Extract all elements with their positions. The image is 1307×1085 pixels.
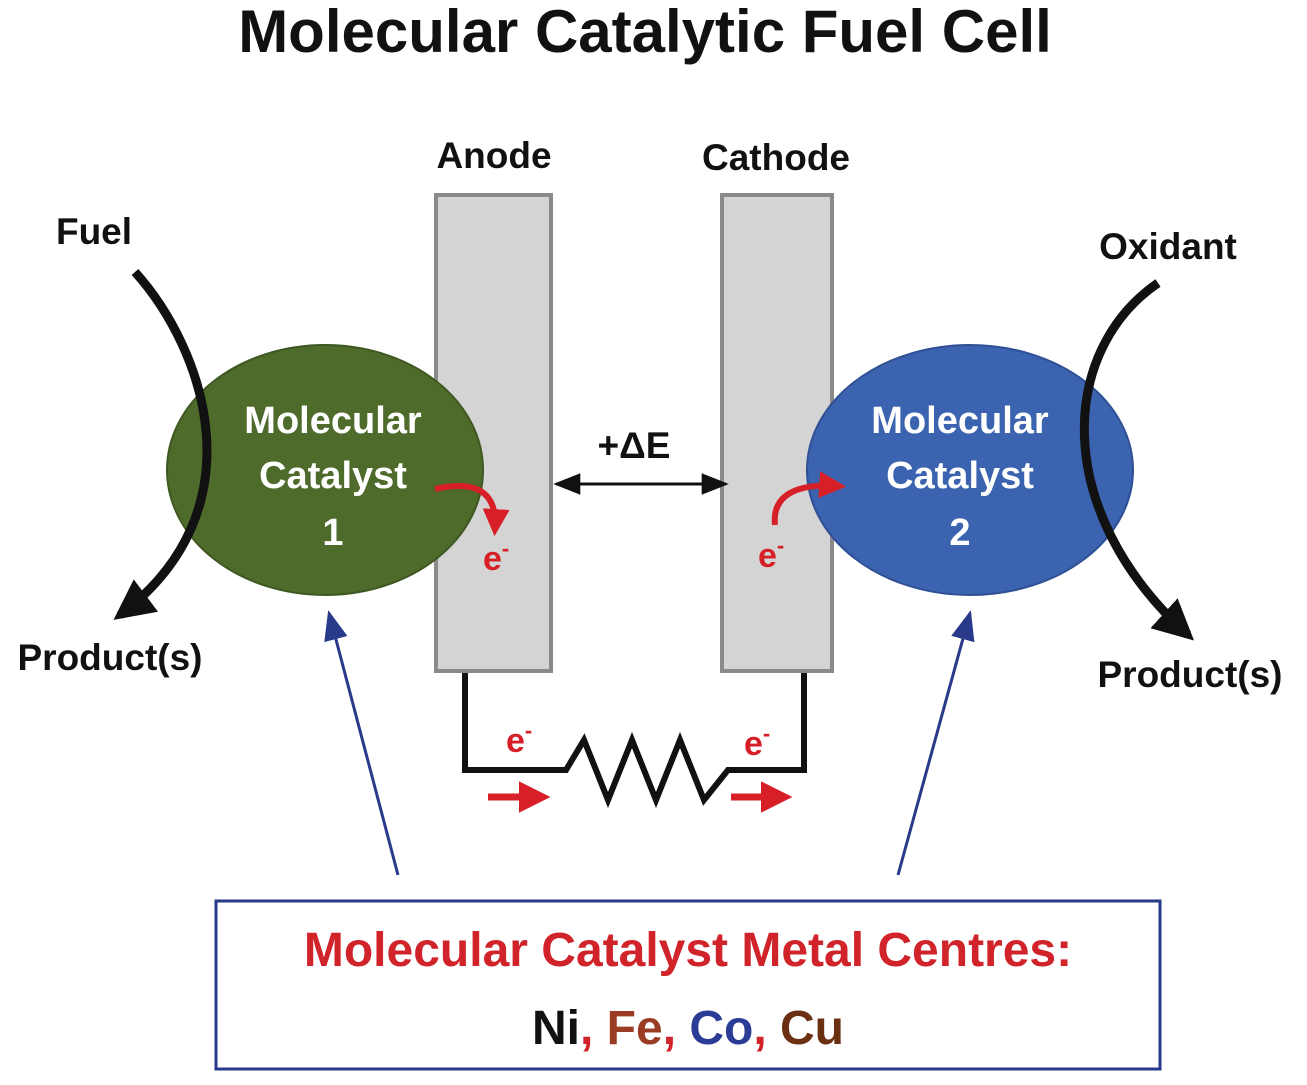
metal-centres-box	[214, 899, 1162, 1071]
external-circuit-wire	[462, 673, 807, 809]
left-products-label: Product(s)	[18, 637, 203, 678]
fuel-label: Fuel	[56, 211, 132, 252]
cathode-electron-label: e-	[758, 533, 784, 575]
catalyst-2-line2: Catalyst	[886, 455, 1034, 497]
metal-ni: Ni	[532, 1002, 580, 1055]
oxidant-flow-arrow	[1080, 279, 1194, 641]
metal-centres-list: Ni, Fe, Co, Cu	[532, 1002, 844, 1055]
metal-separator: ,	[663, 1002, 690, 1055]
pointer-arrow-catalyst-1	[324, 610, 400, 876]
wire-electron-label-left: e-	[506, 718, 532, 760]
metal-centres-title: Molecular Catalyst Metal Centres:	[304, 924, 1072, 977]
metal-cu: Cu	[780, 1002, 844, 1055]
metal-fe: Fe	[607, 1002, 663, 1055]
catalyst-1-ellipse	[166, 344, 484, 596]
anode-electron-label: e-	[483, 536, 509, 578]
diagram-title: Molecular Catalytic Fuel Cell	[238, 0, 1052, 65]
anode-label: Anode	[436, 135, 551, 176]
catalyst-2-line3: 2	[949, 512, 970, 554]
wire-electron-label-right: e-	[744, 721, 770, 763]
cathode-label: Cathode	[702, 137, 850, 178]
right-products-label: Product(s)	[1098, 654, 1283, 695]
oxidant-label: Oxidant	[1099, 226, 1237, 267]
metal-separator: ,	[753, 1002, 780, 1055]
fuel-flow-arrow	[113, 268, 212, 620]
cathode-electron-transfer-arrow	[771, 471, 847, 526]
catalyst-1-line1: Molecular	[244, 400, 422, 442]
metal-separator: ,	[580, 1002, 607, 1055]
anode-electron-transfer-arrow	[434, 483, 510, 537]
catalyst-1-line3: 1	[322, 512, 343, 554]
potential-label: +ΔE	[598, 425, 671, 466]
catalyst-2-line1: Molecular	[871, 400, 1049, 442]
pointer-arrow-catalyst-2	[896, 610, 975, 876]
metal-co: Co	[689, 1002, 753, 1055]
catalyst-1-line2: Catalyst	[259, 455, 407, 497]
catalyst-2-ellipse	[806, 344, 1134, 596]
